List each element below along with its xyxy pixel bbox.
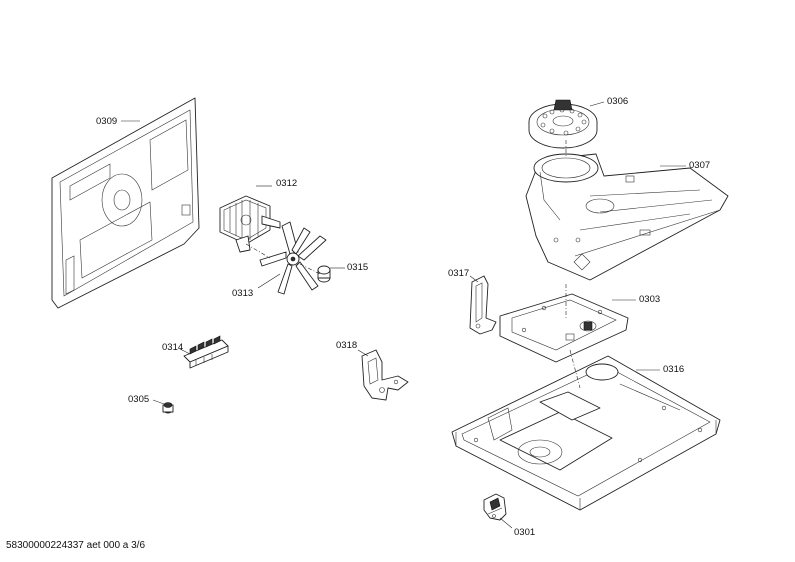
part-0317-bracket[interactable] (469, 275, 497, 335)
part-0303-plate[interactable] (499, 293, 629, 363)
label-0316: 0316 (663, 364, 684, 375)
document-id: 58300000224337 aet 000 a 3/6 (6, 540, 146, 551)
part-0301-connector[interactable] (483, 493, 507, 521)
label-0314: 0314 (162, 342, 183, 353)
part-0315-nut[interactable] (317, 265, 331, 283)
label-0305: 0305 (128, 394, 149, 405)
part-0312-fan-motor[interactable] (219, 195, 281, 253)
label-0309: 0309 (96, 116, 117, 127)
label-0315: 0315 (347, 262, 368, 273)
part-0306-fan-element[interactable] (528, 99, 598, 149)
label-0312: 0312 (276, 178, 297, 189)
label-0313: 0313 (232, 288, 253, 299)
label-0318: 0318 (336, 340, 357, 351)
label-0307: 0307 (689, 160, 710, 171)
part-0316-base-frame[interactable] (451, 355, 721, 511)
part-0305-clip[interactable] (162, 402, 174, 414)
part-0313-fan-impeller[interactable] (259, 221, 327, 295)
label-0317: 0317 (448, 268, 469, 279)
part-0314-terminal-block[interactable] (183, 335, 229, 369)
part-0307-top-duct[interactable] (525, 153, 729, 281)
label-0303: 0303 (639, 294, 660, 305)
part-0318-bracket[interactable] (361, 349, 409, 401)
label-0301: 0301 (514, 527, 535, 538)
part-0309-back-panel[interactable] (51, 97, 200, 309)
label-0306: 0306 (607, 96, 628, 107)
assembly-axes (245, 140, 581, 389)
